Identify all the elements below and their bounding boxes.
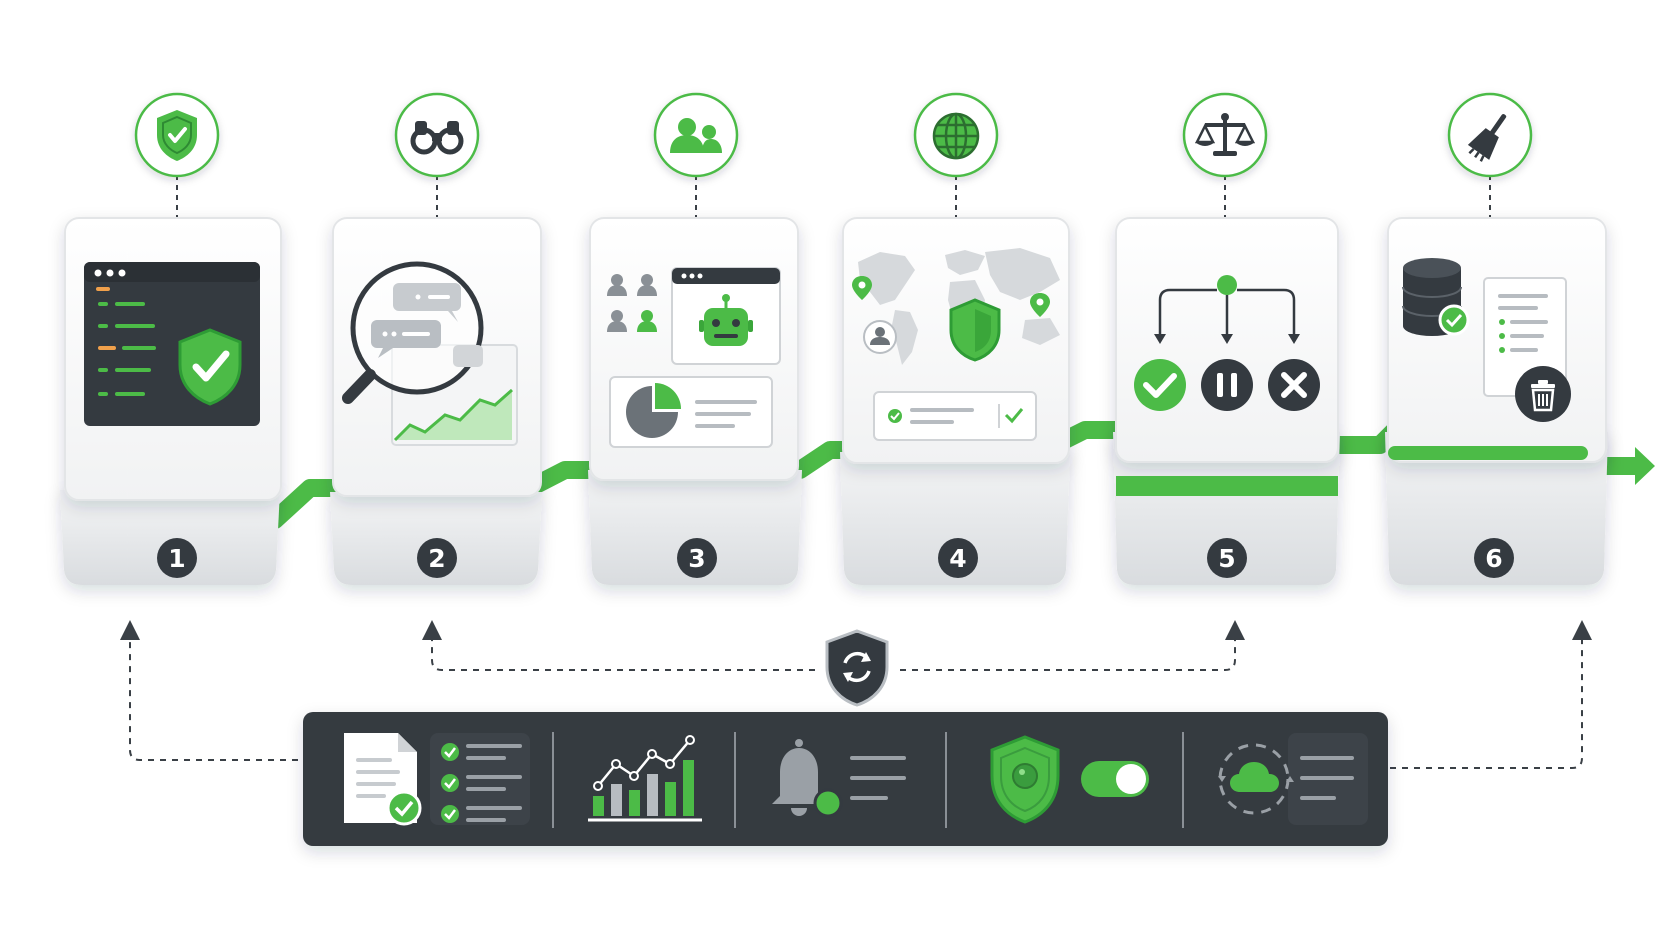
cloud-sync-icon[interactable] <box>1218 733 1368 825</box>
step-6-green-stripe <box>1388 446 1588 460</box>
step-2-badge <box>417 538 457 578</box>
binoculars-icon <box>410 121 464 155</box>
bottom-toolbar <box>303 712 1388 846</box>
shield-toggle-icon[interactable] <box>990 735 1149 824</box>
step-2-number: 2 <box>428 544 445 573</box>
step-6-base <box>1385 432 1608 585</box>
step-3-base <box>588 470 802 585</box>
database-cleanup-illustration <box>1402 258 1571 422</box>
step-5-number: 5 <box>1218 544 1235 573</box>
approve-icon <box>1134 359 1186 411</box>
world-map-illustration <box>852 248 1060 441</box>
shield-check-icon <box>157 110 197 161</box>
step-3-icon-ring <box>653 92 739 178</box>
decision-tree-illustration <box>1134 275 1320 411</box>
loop-to-step-2 <box>422 620 815 671</box>
toolbar-panel <box>303 712 1388 846</box>
step-3-number: 3 <box>688 544 705 573</box>
step-5-base <box>1113 432 1340 585</box>
step-5-green-stripe <box>1116 476 1338 496</box>
bell-notification-icon[interactable] <box>772 739 906 818</box>
bar-chart-trend-icon[interactable] <box>588 735 702 822</box>
step-2: 2 <box>330 92 542 585</box>
step-3-badge <box>677 538 717 578</box>
step-4-base <box>840 452 1070 585</box>
feedback-loop <box>120 620 1592 769</box>
step-1-badge <box>157 538 197 578</box>
step-6-badge <box>1474 538 1514 578</box>
team-bot-illustration <box>607 267 781 448</box>
step-4: 4 <box>840 92 1070 585</box>
step-5: 5 <box>1113 92 1340 585</box>
loop-to-step-1 <box>120 620 298 761</box>
step-1-number: 1 <box>168 544 185 573</box>
globe-icon <box>932 112 980 160</box>
broom-icon <box>1467 114 1507 162</box>
loop-to-step-5 <box>900 620 1245 671</box>
scales-icon <box>1194 113 1256 156</box>
magnifier-chat-illustration <box>342 261 518 446</box>
step-4-number: 4 <box>949 544 966 573</box>
step-1: 1 <box>60 92 282 585</box>
step-5-badge <box>1207 538 1247 578</box>
users-icon <box>670 118 722 153</box>
step-6: 6 <box>1385 92 1608 585</box>
step-3: 3 <box>588 92 802 585</box>
step-4-badge <box>938 538 978 578</box>
progress-arrow <box>1600 447 1655 485</box>
secure-terminal-illustration <box>84 262 260 426</box>
loop-to-step-6 <box>1390 620 1592 769</box>
document-checklist-icon[interactable] <box>344 733 530 826</box>
step-6-number: 6 <box>1485 544 1502 573</box>
shield-sync-icon <box>825 629 889 707</box>
step-1-base <box>60 490 280 585</box>
pause-icon <box>1201 359 1253 411</box>
toggle-knob <box>1116 764 1146 794</box>
